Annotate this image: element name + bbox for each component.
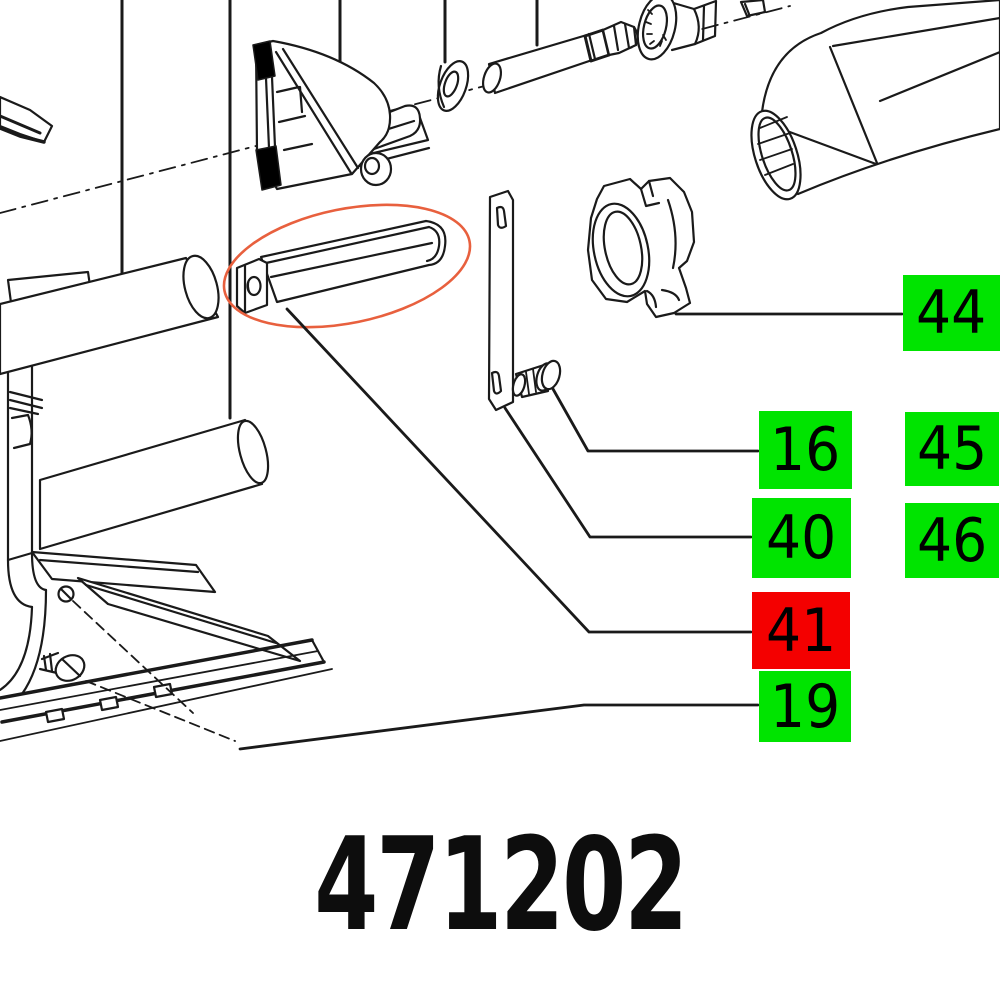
leader-lines	[238, 307, 904, 751]
clamp-knob	[586, 176, 696, 319]
callout-19[interactable]: 19	[759, 671, 851, 742]
callout-16-number: 16	[770, 415, 841, 485]
handle-grip	[750, 0, 1000, 201]
base-screw-large	[38, 651, 236, 742]
washer	[436, 60, 470, 112]
marker-plate	[487, 189, 515, 412]
part-number-text: 471202	[314, 811, 688, 960]
guide-rod-upper	[0, 254, 220, 376]
base-plates	[30, 550, 302, 663]
callout-46-number: 46	[916, 505, 988, 576]
guide-rod-lower	[38, 418, 270, 551]
callout-45-number: 45	[916, 414, 988, 484]
callout-46[interactable]: 46	[905, 503, 999, 578]
callout-44-number: 44	[916, 278, 987, 348]
callout-41-number: 41	[765, 595, 837, 666]
clamp-shaft	[481, 20, 639, 95]
callout-45[interactable]: 45	[905, 412, 999, 486]
callout-40-number: 40	[766, 503, 837, 573]
handle-bar-part	[235, 219, 447, 315]
base-screw-small	[57, 585, 194, 714]
top-small-parts	[692, 0, 767, 46]
bolt	[511, 359, 562, 399]
highlight-ellipse	[222, 203, 472, 329]
callout-19-number: 19	[769, 671, 841, 742]
part-number-title: 471202	[0, 822, 1000, 950]
splined-ring	[636, 0, 700, 61]
callout-40[interactable]: 40	[752, 498, 851, 578]
left-wedge-part	[0, 95, 54, 144]
callout-41-highlighted[interactable]: 41	[752, 592, 850, 669]
callout-44[interactable]: 44	[903, 275, 1000, 351]
callout-16[interactable]: 16	[759, 411, 852, 489]
bearing-bracket	[252, 39, 431, 191]
